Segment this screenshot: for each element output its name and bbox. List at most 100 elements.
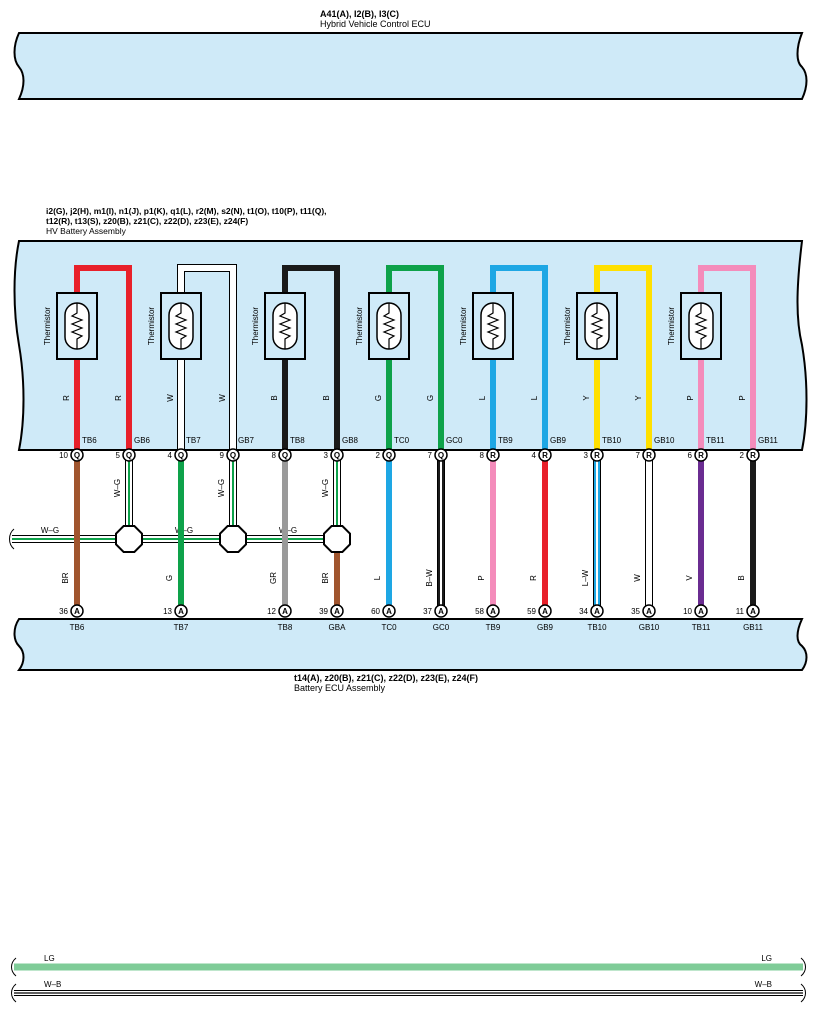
sensor-left-wire-label: P (686, 395, 695, 400)
harness-wire-label: B–W (425, 569, 434, 587)
sensor-right-terminal: GB10 (654, 436, 675, 445)
battery-ecu-pin (486, 604, 500, 618)
battery-ecu-pin-number: 11 (736, 607, 745, 616)
hv-battery-pin (590, 448, 604, 462)
sensor-left-terminal: TB9 (498, 436, 513, 445)
harness-wire-label: L (373, 575, 382, 580)
sensor-left-terminal: TB8 (290, 436, 305, 445)
sensor-right-pin-number: 2 (740, 451, 745, 460)
sensor-left-wire-label: B (270, 395, 279, 400)
sensor-left-pin-number: 8 (480, 451, 485, 460)
battery-ecu-pin-letter: A (282, 607, 288, 616)
battery-ecu-pin (538, 604, 552, 618)
battery-ecu-terminal: GBA (329, 623, 347, 632)
hv-battery-pin (486, 448, 500, 462)
hv-battery-pin-letter: R (594, 451, 600, 460)
battery-ecu-pin-letter: A (334, 607, 340, 616)
sensor-right-wire-label: Y (634, 395, 643, 401)
battery-ecu-pin-number: 13 (163, 607, 172, 616)
battery-ecu-pin (278, 604, 292, 618)
battery-ecu-pin-letter: A (438, 607, 444, 616)
sensor-right-terminal: GB8 (342, 436, 359, 445)
hv-battery-pin-letter: R (750, 451, 756, 460)
battery-ecu-pin (694, 604, 708, 618)
harness-wire-label: R (529, 575, 538, 581)
battery-ecu-pin-letter: A (646, 607, 652, 616)
battery-ecu-terminal: TB10 (587, 623, 607, 632)
sensor-left-terminal: TB6 (82, 436, 97, 445)
battery-ecu-pin (642, 604, 656, 618)
drain-wire-label: W–G (113, 479, 122, 497)
hv-battery-pin-letter: R (542, 451, 548, 460)
hv-ecu-box (13, 32, 808, 100)
sensor-right-wire-label: R (114, 395, 123, 401)
battery-ecu-pin-letter: A (542, 607, 548, 616)
battery-ecu-terminal: TB6 (70, 623, 85, 632)
sensor-left-pin-number: 4 (168, 451, 173, 460)
harness-wire-label: P (477, 575, 486, 580)
battery-ecu-pin-letter: A (750, 607, 756, 616)
hv-battery-pin-letter: R (490, 451, 496, 460)
sensor-right-terminal: GB6 (134, 436, 151, 445)
battery-ecu-pin-letter: A (490, 607, 496, 616)
hv-battery-pin (330, 448, 344, 462)
hv-battery-name: HV Battery Assembly (46, 226, 127, 236)
harness-wire-label: L–W (581, 569, 590, 586)
battery-ecu-pin (70, 604, 84, 618)
sensor-left-pin-number: 10 (59, 451, 68, 460)
sensor-right-wire-label: P (738, 395, 747, 400)
battery-ecu-pin-letter: A (594, 607, 600, 616)
hv-battery-pin (538, 448, 552, 462)
thermistor-label: Thermistor (147, 307, 156, 346)
bottom-wire-label-right: W–B (755, 980, 772, 989)
battery-ecu-pin-letter: A (74, 607, 80, 616)
sensor-right-pin-number: 9 (220, 451, 225, 460)
battery-ecu-terminal: TB7 (174, 623, 189, 632)
battery-ecu-pin (174, 604, 188, 618)
splice-point (219, 525, 247, 553)
resistor-zigzag (70, 303, 84, 349)
harness-wire-label: B (737, 575, 746, 580)
battery-ecu-pin-letter: A (178, 607, 184, 616)
drain-wire-label: W–G (217, 479, 226, 497)
resistor-zigzag (590, 303, 604, 349)
resistor-zigzag (486, 303, 500, 349)
hv-ecu-block: A41(A), I2(B), I3(C) Hybrid Vehicle Cont… (13, 9, 808, 100)
shield-label: W–G (41, 526, 59, 535)
splice-point (115, 525, 143, 553)
resistor-zigzag (174, 303, 188, 349)
hv-battery-pin-letter: Q (386, 451, 392, 460)
battery-ecu-pin-number: 60 (371, 607, 380, 616)
thermistor-label: Thermistor (563, 307, 572, 346)
hv-battery-pin (434, 448, 448, 462)
sensor-left-pin-number: 2 (376, 451, 381, 460)
resistor-zigzag (278, 303, 292, 349)
sensor-right-terminal: GB9 (550, 436, 567, 445)
thermistor-label: Thermistor (251, 307, 260, 346)
battery-ecu-terminal: GB9 (537, 623, 554, 632)
harness-wire-label: GR (269, 572, 278, 584)
resistor-zigzag (382, 303, 396, 349)
battery-ecu-pin-letter: A (386, 607, 392, 616)
bottom-wire-label-right: LG (761, 954, 772, 963)
bottom-wire-break-right (800, 957, 806, 977)
battery-ecu-pin-number: 10 (683, 607, 692, 616)
sensor-right-wire-label: B (322, 395, 331, 400)
hv-battery-pin-letter: Q (178, 451, 184, 460)
bottom-wire-label-left: W–B (44, 980, 61, 989)
battery-ecu-terminal: TB9 (486, 623, 501, 632)
sensor-right-pin-number: 5 (116, 451, 121, 460)
hv-battery-block: i2(G), j2(H), m1(I), n1(J), p1(K), q1(L)… (13, 206, 808, 451)
hv-battery-pin-letter: Q (230, 451, 236, 460)
thermistor-label: Thermistor (667, 307, 676, 346)
harness-wire-label: W (633, 574, 642, 582)
battery-ecu-pin (382, 604, 396, 618)
